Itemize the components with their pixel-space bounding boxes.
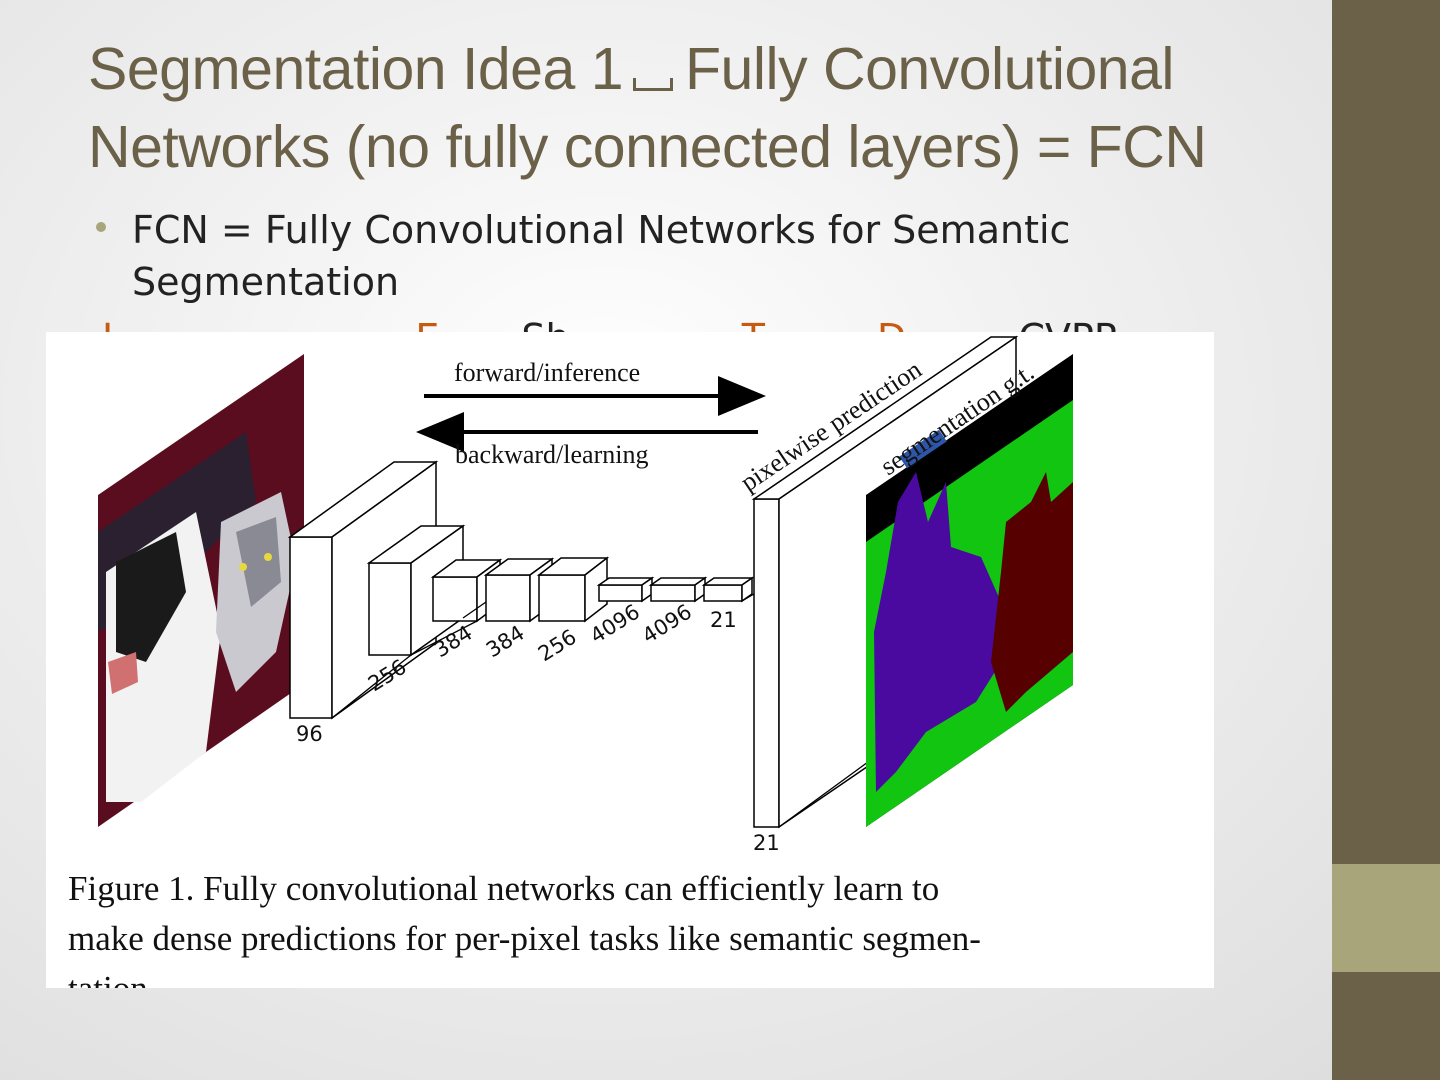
arrows (416, 376, 766, 452)
fcn-figure: forward/inference backward/learning pixe… (46, 332, 1214, 988)
layer-label-96: 96 (296, 722, 323, 746)
citation-fragment-1[interactable]: J (102, 318, 113, 332)
sidebar-accent-block (1332, 864, 1440, 972)
forward-label: forward/inference (454, 358, 640, 387)
layer-label-21: 21 (710, 608, 737, 632)
citation-line-clipped: J E Sh T D CVPR (96, 318, 1196, 332)
backward-label: backward/learning (455, 440, 648, 469)
dash-glyph-icon (633, 78, 674, 91)
title-part-1: Segmentation Idea 1 (88, 36, 624, 102)
citation-fragment-3: Sh (521, 318, 569, 332)
input-image (98, 354, 304, 827)
citation-fragment-2[interactable]: E (415, 318, 439, 332)
layer-label-384b: 384 (482, 621, 529, 663)
title-part-2: Fully Convolutional (685, 36, 1174, 102)
citation-fragment-4[interactable]: T (742, 318, 765, 332)
bullet-text: FCN = Fully Convolutional Networks for S… (132, 208, 1071, 304)
connection-lines (331, 593, 869, 828)
output-label-21: 21 (753, 831, 780, 855)
figure-caption: Figure 1. Fully convolutional networks c… (68, 864, 1178, 988)
ground-truth-image (866, 354, 1073, 827)
slide-title: Segmentation Idea 1 Fully Convolutional N… (88, 30, 1288, 186)
caption-line-3: tation. (68, 964, 1178, 988)
fcn-diagram: forward/inference backward/learning pixe… (98, 335, 1073, 855)
caption-line-1: Figure 1. Fully convolutional networks c… (68, 869, 940, 908)
layer-label-4096b: 4096 (638, 600, 696, 649)
bullet-dot-icon (96, 222, 106, 232)
citation-fragment-6: CVPR (1018, 318, 1120, 332)
layer-label-256b: 256 (534, 625, 581, 667)
caption-line-2: make dense predictions for per-pixel tas… (68, 919, 981, 958)
citation-fragment-5[interactable]: D (877, 318, 906, 332)
title-line-2: Networks (no fully connected layers) = F… (88, 114, 1207, 180)
